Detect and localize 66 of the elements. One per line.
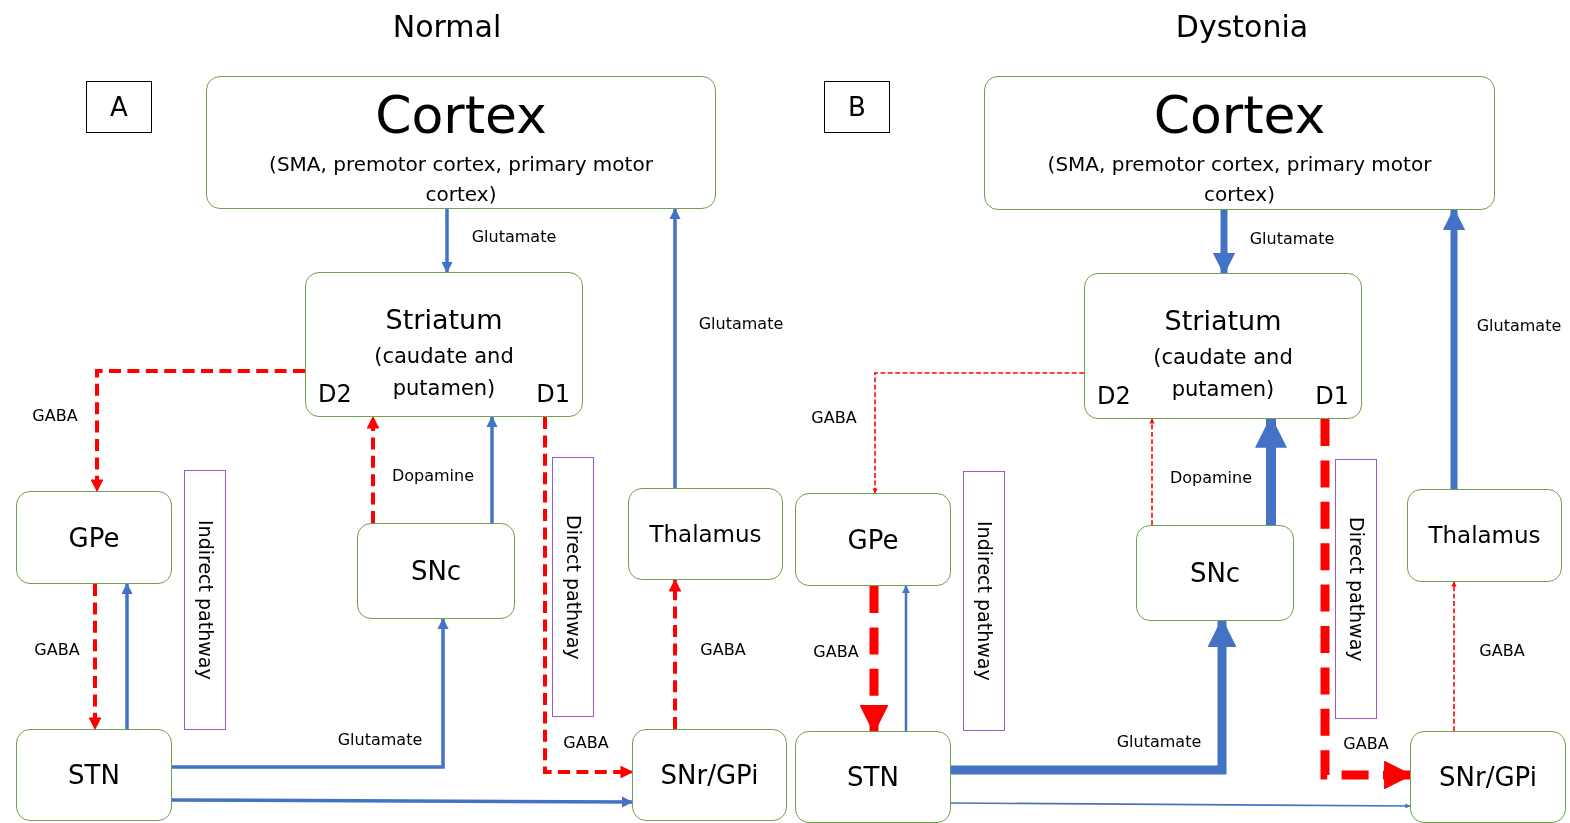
region-box xyxy=(632,729,787,821)
arrow xyxy=(902,585,910,731)
panel-tag xyxy=(86,81,152,133)
arrow xyxy=(441,209,453,274)
region-box xyxy=(1407,489,1562,582)
region-name: STN xyxy=(68,762,120,788)
panel-tag xyxy=(824,81,890,133)
region-name: SNr/GPi xyxy=(660,762,759,788)
pathway-label: Indirect pathway xyxy=(195,520,215,680)
receptor-label: D1 xyxy=(1315,384,1349,408)
panel-letter: B xyxy=(848,94,866,120)
pathway-box xyxy=(1335,459,1377,719)
region-detail: (caudate and putamen) xyxy=(373,343,515,402)
arrow xyxy=(668,578,682,729)
panel-title: Dystonia xyxy=(1175,12,1309,42)
receptor-label: D2 xyxy=(1097,384,1131,408)
arrow xyxy=(90,369,305,493)
region-name: Thalamus xyxy=(1428,524,1541,547)
region-detail: (caudate and putamen) xyxy=(1152,344,1294,403)
arrow xyxy=(366,415,380,523)
arrow xyxy=(1451,581,1457,732)
region-name: Striatum xyxy=(384,305,504,335)
arrow xyxy=(669,207,681,488)
panel-title: Normal xyxy=(392,12,502,42)
region-name: Thalamus xyxy=(649,522,762,546)
receptor-label: D2 xyxy=(318,382,352,406)
receptor-label: D1 xyxy=(536,382,570,406)
region-name: Striatum xyxy=(1163,306,1283,336)
region-box xyxy=(984,76,1495,210)
region-box xyxy=(795,731,951,823)
arrow xyxy=(1149,418,1155,526)
arrow xyxy=(872,372,1085,494)
panel-letter: A xyxy=(110,94,128,120)
region-box xyxy=(795,493,951,586)
arrow xyxy=(172,617,449,769)
region-box xyxy=(357,523,515,619)
region-box xyxy=(206,76,716,209)
pathway-box xyxy=(963,471,1005,731)
arrow xyxy=(543,417,634,779)
region-box xyxy=(16,491,172,584)
region-name: GPe xyxy=(68,524,120,551)
region-name: SNc xyxy=(1189,560,1241,586)
region-name: Cortex xyxy=(374,87,548,145)
region-box xyxy=(628,488,783,580)
pathway-label: Direct pathway xyxy=(1346,516,1366,662)
region-box xyxy=(305,272,583,417)
region-name: SNr/GPi xyxy=(1439,764,1537,790)
region-box xyxy=(1084,273,1362,419)
pathway-label: Indirect pathway xyxy=(974,521,994,681)
pathway-box xyxy=(552,457,594,717)
arrow xyxy=(950,802,1411,809)
region-name: SNc xyxy=(410,558,462,584)
pathway-box xyxy=(184,470,226,730)
region-box xyxy=(16,729,172,821)
region-name: Cortex xyxy=(1152,87,1327,145)
arrow xyxy=(121,582,133,729)
pathway-label: Direct pathway xyxy=(563,514,583,660)
region-name: STN xyxy=(847,764,899,790)
region-detail: (SMA, premotor cortex, primary motor cortex) xyxy=(1046,151,1433,208)
arrow xyxy=(88,584,102,731)
region-box xyxy=(1136,525,1294,621)
region-name: GPe xyxy=(847,526,899,553)
arrow xyxy=(172,796,634,808)
arrow xyxy=(486,415,498,523)
region-detail: (SMA, premotor cortex, primary motor cortex) xyxy=(268,151,654,208)
region-box xyxy=(1410,731,1566,823)
